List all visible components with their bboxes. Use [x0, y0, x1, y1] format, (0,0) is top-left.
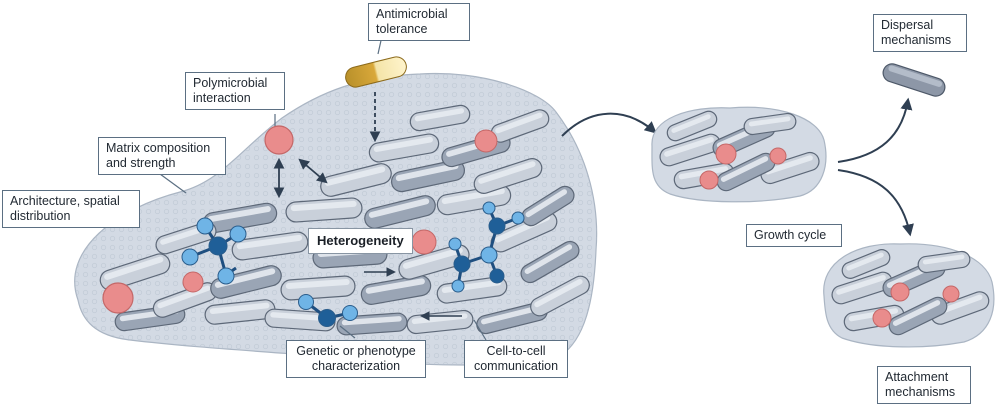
label-polymicrobial-interaction: Polymicrobial interaction — [185, 72, 285, 110]
red-cell — [715, 143, 737, 165]
dispersal-arrow — [837, 97, 913, 163]
bacterial-rod — [390, 159, 466, 193]
bacterial-rod — [716, 152, 776, 192]
bacterial-rod — [409, 104, 471, 132]
red-cell — [699, 170, 719, 190]
dispersed-cell — [882, 63, 946, 97]
bacterial-rod — [841, 249, 891, 279]
red-cell — [474, 129, 498, 153]
bacterial-rod — [99, 253, 171, 291]
signal-molecule-atoms — [181, 217, 247, 285]
bacterial-rod — [473, 158, 543, 194]
label-heterogeneity: Heterogeneity — [308, 228, 413, 254]
red-cell — [942, 285, 960, 303]
bacterial-rod — [231, 231, 309, 261]
red-cell — [102, 282, 134, 314]
label-attachment: Attachment mechanisms — [877, 366, 971, 404]
bacterial-rod — [285, 197, 363, 223]
interaction-arrow — [298, 158, 328, 184]
label-antimicrobial-tolerance: Antimicrobial tolerance — [368, 3, 470, 41]
red-cell — [890, 282, 910, 302]
bacterial-rod — [398, 244, 470, 280]
label-matrix-composition: Matrix composition and strength — [98, 137, 226, 175]
bacterial-rod — [743, 112, 797, 136]
bacterial-rod — [888, 296, 948, 336]
bacterial-rod — [364, 195, 436, 229]
bacterial-rod — [530, 275, 590, 317]
signal-molecule-atoms — [448, 201, 525, 293]
bacterial-rod — [917, 250, 971, 274]
label-genetic-phenotype: Genetic or phenotype characterization — [286, 340, 426, 378]
red-cell — [872, 308, 892, 328]
bacterial-rod — [280, 275, 356, 301]
bacterial-rod — [368, 133, 440, 163]
bacterial-rod — [204, 299, 276, 325]
bacterial-rod — [320, 163, 392, 197]
red-cell — [182, 271, 204, 293]
bacterial-rod — [666, 110, 718, 142]
bacterial-rod — [760, 151, 820, 185]
bacterial-rod — [264, 308, 336, 332]
attachment-arrow — [837, 169, 914, 237]
growth-arrow — [561, 112, 657, 137]
red-cell — [769, 147, 787, 165]
red-cell — [264, 125, 294, 155]
label-cell-to-cell: Cell-to-cell communication — [464, 340, 568, 378]
antimicrobial-capsule-icon — [345, 56, 407, 88]
label-architecture: Architecture, spatial distribution — [2, 190, 140, 228]
label-growth-cycle: Growth cycle — [746, 224, 842, 247]
label-dispersal: Dispersal mechanisms — [873, 14, 967, 52]
red-cell — [411, 229, 437, 255]
bacterial-rod — [520, 240, 580, 284]
bacterial-rod — [360, 275, 432, 305]
signal-molecule-atoms — [298, 294, 358, 327]
